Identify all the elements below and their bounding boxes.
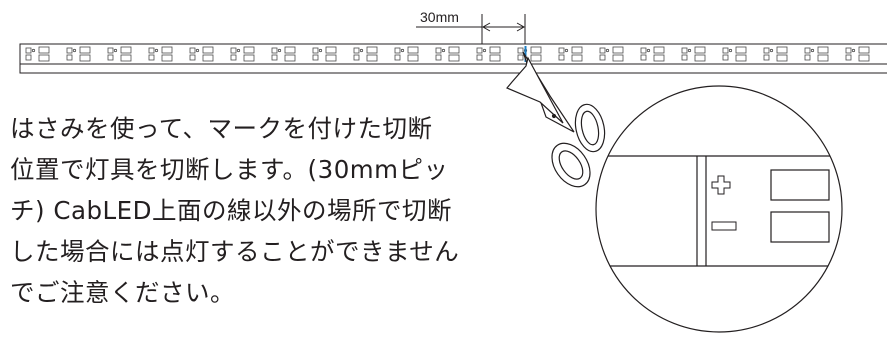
led-segment (230, 46, 255, 62)
led-segment (312, 46, 337, 62)
minus-icon (711, 221, 737, 231)
dimension-label: 30mm (420, 9, 459, 25)
led-strip (19, 43, 887, 74)
led-segment (394, 46, 419, 62)
led-segment (66, 46, 91, 62)
led-segment (25, 46, 50, 62)
led-segment (558, 46, 583, 62)
instruction-line: でご注意ください。 (10, 278, 235, 307)
plus-icon (711, 175, 731, 195)
led-segment (763, 46, 788, 62)
instruction-line: はさみを使って、マークを付けた切断 (10, 114, 433, 143)
magnified-detail (595, 85, 843, 333)
led-segment (845, 46, 870, 62)
led-segment (599, 46, 624, 62)
dimension-marker (416, 14, 526, 44)
led-segment (435, 46, 460, 62)
led-segment (804, 46, 829, 62)
led-segment (107, 46, 132, 62)
led-segment (476, 46, 501, 62)
instruction-line: した場合には点灯することができません (10, 237, 460, 266)
led-segment (640, 46, 665, 62)
led-segment (353, 46, 378, 62)
cutting-instructions: はさみを使って、マークを付けた切断 位置で灯具を切断します。(30mmピッ チ)… (10, 108, 600, 313)
instruction-line: チ) CabLED上面の線以外の場所で切断 (10, 196, 453, 225)
led-segment (189, 46, 214, 62)
led-segment (681, 46, 706, 62)
led-segment (271, 46, 296, 62)
instruction-line: 位置で灯具を切断します。(30mmピッ (10, 155, 449, 184)
led-segment (148, 46, 173, 62)
led-segment (722, 46, 747, 62)
scissors-icon (506, 51, 606, 188)
